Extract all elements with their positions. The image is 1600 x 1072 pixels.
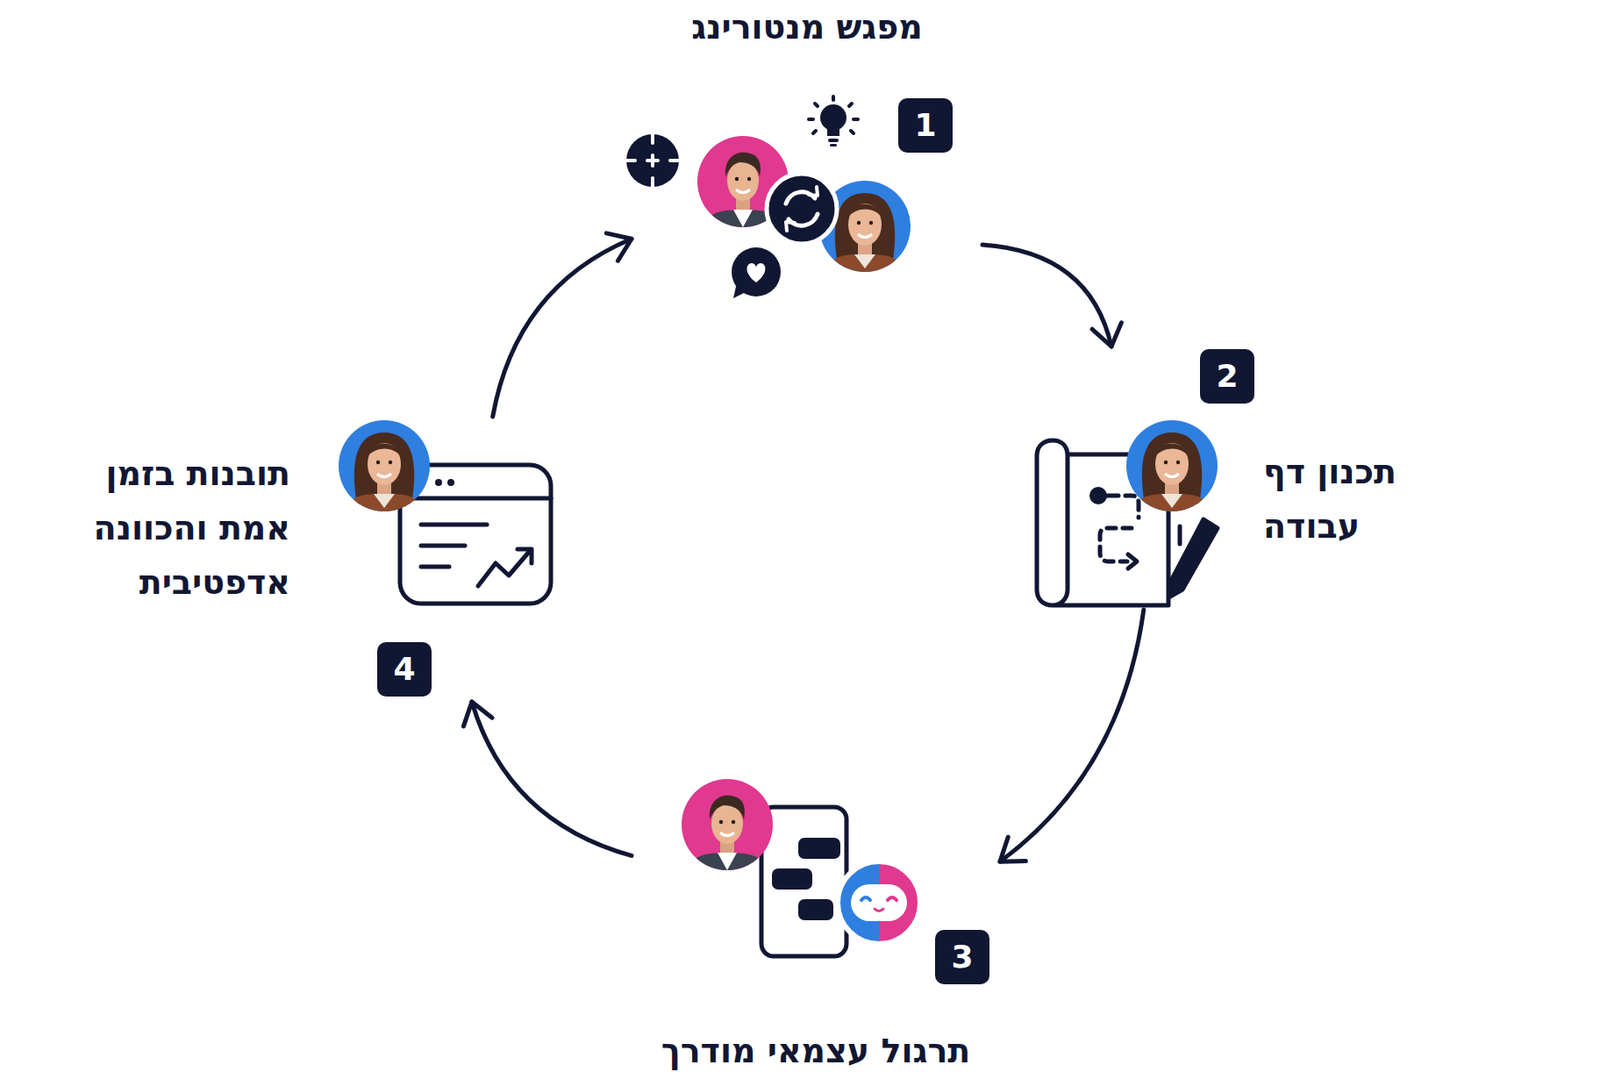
dashboard-icon — [421, 564, 450, 570]
ai-bot-icon — [861, 897, 871, 900]
cycle-step: 4 תובנות בזמן אמת והכוונה אדפטיבית — [43, 416, 566, 702]
cycle-arrow — [492, 233, 632, 417]
arrow-head — [463, 701, 493, 727]
learner-avatar — [1128, 432, 1216, 521]
lightbulb-icon — [853, 117, 858, 122]
sync-icon — [808, 186, 818, 196]
lightbulb-icon — [849, 103, 852, 107]
chat-phone-icon — [798, 899, 834, 921]
sync-icon — [766, 173, 837, 244]
lightbulb-icon — [831, 96, 836, 100]
target-icon — [626, 134, 679, 187]
lightbulb-icon — [808, 117, 814, 122]
mentor-avatar — [681, 778, 773, 879]
lightbulb-icon — [827, 127, 840, 136]
dashboard-icon — [421, 522, 487, 528]
cycle-step: 1מפגש מנטורינג — [631, 4, 983, 294]
learner-avatar — [340, 432, 429, 521]
worksheet-icon — [1107, 493, 1119, 499]
lightbulb-icon — [808, 96, 858, 147]
arrow-line — [471, 701, 632, 856]
target-icon — [626, 158, 636, 163]
worksheet-icon — [1100, 528, 1132, 562]
chat-phone-icon — [761, 807, 847, 957]
heart-bubble-icon — [747, 263, 766, 283]
arrow-line — [492, 238, 632, 417]
dashboard-icon — [478, 550, 530, 586]
worksheet-icon — [1128, 554, 1137, 569]
sync-icon — [785, 221, 795, 231]
cycle-arrow — [982, 244, 1122, 347]
step-title: תובנות בזמן אמת והכוונה אדפטיבית — [53, 446, 291, 610]
dashboard-icon — [435, 478, 443, 486]
target-icon — [626, 134, 679, 187]
chat-phone-icon — [798, 837, 841, 859]
step-title: מפגש מנטורינג — [631, 0, 983, 55]
sync-icon — [766, 173, 837, 244]
target-icon — [626, 134, 679, 187]
cycle-arrow — [463, 701, 632, 856]
chat-phone-icon — [771, 868, 813, 890]
arrow-head — [1092, 322, 1122, 347]
callout-number: 3 — [935, 929, 990, 985]
step-title: תכנון דף עבודה — [1263, 444, 1435, 554]
callout-number: 2 — [1200, 349, 1255, 404]
dashboard-icon — [517, 549, 532, 564]
arrow-head — [1000, 836, 1026, 862]
lightbulb-icon — [829, 143, 837, 147]
cycle-arrow — [1000, 609, 1144, 862]
lightbulb-icon — [814, 103, 818, 107]
cycle-step: 2תכנון דף עבודה — [1030, 346, 1435, 610]
target-icon — [650, 134, 655, 143]
lightbulb-icon — [813, 130, 816, 134]
arrow-head — [606, 233, 632, 261]
ai-bot-icon — [837, 861, 921, 944]
cycle-step: 3 תרגול עצמאי מודרך — [631, 776, 1000, 1071]
ai-bot-icon — [887, 897, 897, 900]
worksheet-icon — [1178, 526, 1183, 544]
target-icon — [670, 158, 679, 163]
callout-number: 1 — [898, 98, 953, 153]
target-icon — [650, 178, 655, 187]
lightbulb-icon — [850, 130, 854, 134]
arrow-line — [982, 244, 1112, 347]
step-title: תרגול עצמאי מודרך — [631, 1023, 1000, 1072]
chat-phone-icon — [761, 807, 847, 957]
heart-bubble-icon — [733, 282, 748, 299]
heart-bubble-icon — [731, 247, 781, 299]
ai-bot-icon — [850, 884, 908, 922]
lightbulb-icon — [808, 96, 858, 134]
ai-bot-icon — [874, 908, 884, 912]
worksheet-icon — [1089, 486, 1108, 505]
target-icon — [650, 155, 655, 166]
dashboard-icon — [447, 478, 455, 486]
dashboard-icon — [400, 496, 551, 501]
callout-number: 4 — [377, 642, 432, 697]
worksheet-icon — [1125, 495, 1139, 518]
arrow-line — [1000, 609, 1144, 862]
dashboard-icon — [421, 543, 465, 549]
mentor-avatar — [683, 795, 772, 879]
ai-bot-icon — [837, 861, 921, 944]
learner-avatar — [1126, 420, 1218, 521]
lightbulb-icon — [820, 104, 847, 131]
worksheet-icon — [1170, 519, 1218, 597]
learner-avatar — [338, 420, 430, 521]
lightbulb-icon — [828, 138, 839, 143]
